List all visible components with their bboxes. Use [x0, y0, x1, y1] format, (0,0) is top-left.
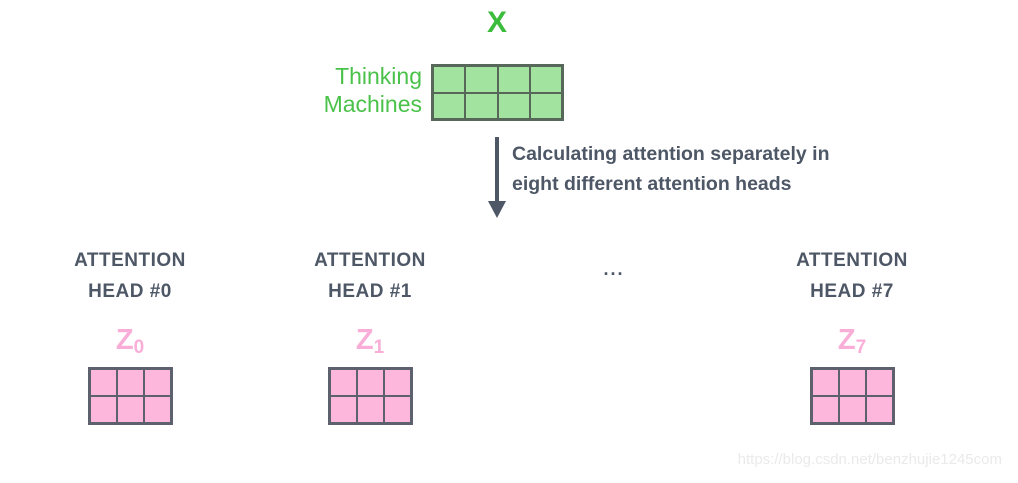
caption-line-2: eight different attention heads [512, 173, 792, 195]
matrix-cell [433, 66, 466, 93]
matrix-cell [529, 92, 562, 119]
attention-head-0-label: ATTENTION HEAD #0 [30, 245, 230, 307]
arrow-caption: Calculating attention separately in eigh… [512, 139, 829, 199]
matrix-cell [89, 369, 117, 396]
matrix-cell [497, 66, 530, 93]
attention-head-0-label-line-2: HEAD #0 [88, 281, 172, 302]
matrix-cell [865, 396, 893, 423]
attention-head-7: ATTENTION HEAD #7 Z7 [752, 245, 952, 425]
attention-head-7-label-line-1: ATTENTION [796, 250, 908, 271]
attention-head-0-label-line-1: ATTENTION [74, 250, 186, 271]
matrix-cell [811, 369, 839, 396]
row-label-thinking: Thinking [335, 63, 422, 89]
matrix-cell [383, 396, 411, 423]
z1-matrix-grid [327, 367, 413, 425]
matrix-cell [329, 369, 357, 396]
attention-head-1-label-line-1: ATTENTION [314, 250, 426, 271]
heads-ellipsis: ... [603, 259, 625, 279]
z7-matrix-grid [809, 367, 895, 425]
matrix-cell [89, 396, 117, 423]
input-matrix-title: X [486, 6, 507, 39]
matrix-cell [497, 92, 530, 119]
attention-head-1: ATTENTION HEAD #1 Z1 [270, 245, 470, 425]
matrix-cell [143, 369, 171, 396]
matrix-cell [838, 396, 866, 423]
matrix-cell [116, 396, 144, 423]
attention-head-0: ATTENTION HEAD #0 Z0 [30, 245, 230, 425]
attention-head-7-label-line-2: HEAD #7 [810, 281, 894, 302]
input-matrix-grid [431, 64, 564, 121]
down-arrow-head-icon [488, 201, 506, 218]
caption-line-1: Calculating attention separately in [512, 143, 830, 165]
row-label-machines: Machines [323, 91, 422, 117]
z1-matrix-label: Z1 [355, 324, 385, 358]
attention-head-7-label: ATTENTION HEAD #7 [752, 245, 952, 307]
matrix-cell [865, 369, 893, 396]
input-matrix-row-labels: Thinking Machines [180, 62, 422, 118]
matrix-cell [356, 396, 384, 423]
matrix-cell [529, 66, 562, 93]
matrix-cell [356, 369, 384, 396]
matrix-cell [329, 396, 357, 423]
z7-matrix-label: Z7 [837, 324, 867, 358]
matrix-cell [465, 92, 498, 119]
matrix-cell [143, 396, 171, 423]
matrix-cell [838, 369, 866, 396]
down-arrow-line [495, 137, 499, 203]
watermark-url: https://blog.csdn.net/benzhujie1245com [737, 451, 1002, 468]
matrix-cell [465, 66, 498, 93]
attention-head-1-label: ATTENTION HEAD #1 [270, 245, 470, 307]
matrix-cell [811, 396, 839, 423]
attention-head-1-label-line-2: HEAD #1 [328, 281, 412, 302]
matrix-cell [116, 369, 144, 396]
z0-matrix-grid [87, 367, 173, 425]
matrix-cell [383, 369, 411, 396]
matrix-cell [433, 92, 466, 119]
z0-matrix-label: Z0 [115, 324, 145, 358]
